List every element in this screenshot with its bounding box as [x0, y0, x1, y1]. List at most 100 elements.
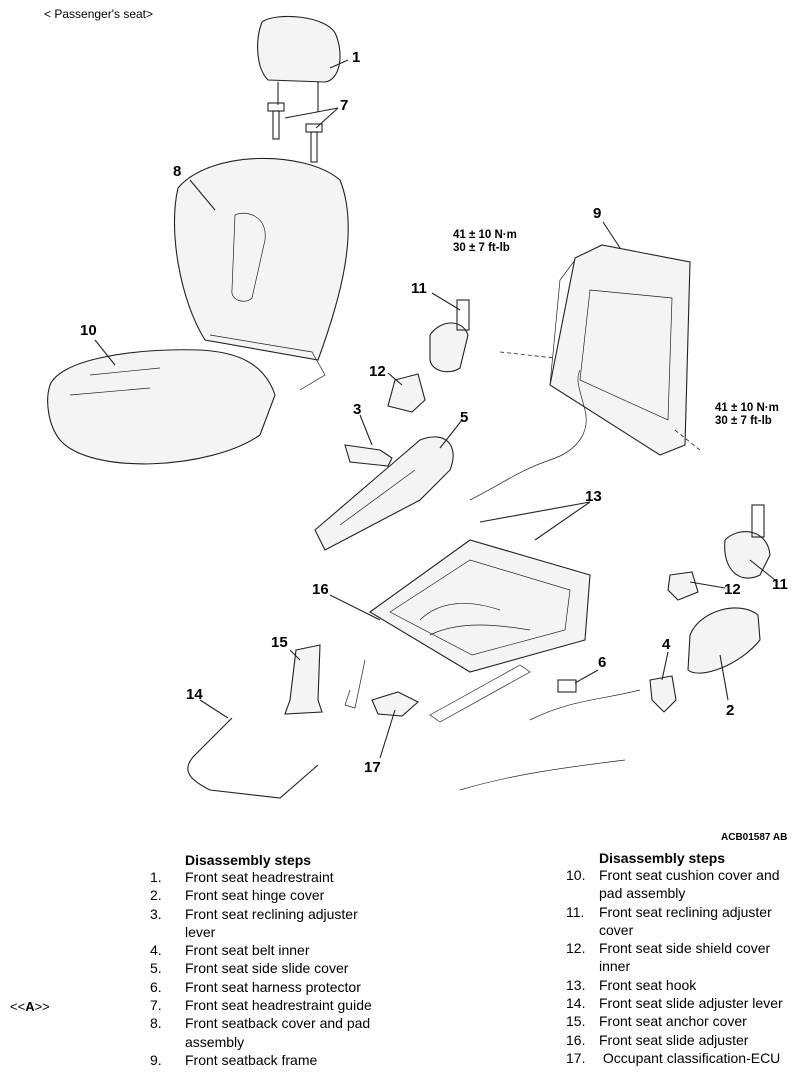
step-number: 3.: [150, 905, 162, 922]
occupant-classification-ecu-part: [371, 691, 419, 717]
anchor-cover-part: [284, 644, 323, 715]
torque-metric: 41 ± 10 N·m: [715, 402, 779, 414]
wire-harness: [469, 369, 587, 501]
ref-letter: A: [25, 999, 35, 1014]
reclining-lever-part: [344, 444, 393, 467]
callout-3: 3: [353, 401, 362, 418]
exploded-seat-diagram: [47, 15, 776, 799]
torque-imperial: 30 ± 7 ft-lb: [453, 242, 510, 254]
step-text: Front seat slide adjuster: [599, 1031, 749, 1048]
step-text-continued: lever: [185, 923, 216, 940]
step-text-continued: pad assembly: [599, 885, 686, 902]
step-item: 2. Front seat hinge cover: [150, 886, 372, 904]
step-text: Front seat slide adjuster lever: [599, 995, 783, 1012]
seatback-cover-part: [173, 157, 349, 391]
step-item: 10. Front seat cushion cover and: [566, 866, 783, 884]
step-number: 13.: [566, 976, 586, 993]
step-number: 17.: [566, 1049, 586, 1066]
step-text: Front seat reclining adjuster: [185, 905, 358, 922]
step-item: 8. Front seatback cover and pad: [150, 1014, 372, 1032]
step-text: Front seat harness protector: [185, 978, 361, 995]
step-number: 2.: [150, 887, 162, 904]
callout-13: 13: [585, 488, 602, 505]
step-text: Front seatback frame: [185, 1051, 318, 1068]
headrestraint-guide-part: [267, 102, 323, 163]
step-text: Occupant classification-ECU: [599, 1049, 781, 1066]
steps-left-title: Disassembly steps: [185, 852, 312, 868]
steps-right-title: Disassembly steps: [599, 850, 726, 866]
step-number: 10.: [566, 867, 586, 883]
step-number: 1.: [150, 869, 162, 885]
torque-imperial: 30 ± 7 ft-lb: [715, 415, 772, 427]
figure-id: ACB01587 AB: [721, 832, 788, 843]
callout-11-lower: 11: [772, 576, 788, 593]
ref-suffix: >>: [34, 999, 50, 1014]
diagram-caption: < Passenger's seat>: [44, 7, 154, 21]
step-item: 5.Front seat side slide cover: [150, 959, 372, 977]
step-text: Front seat cushion cover and: [599, 867, 780, 883]
step-number: 6.: [150, 978, 162, 995]
callout-11-upper: 11: [411, 280, 427, 297]
step-item: 6. Front seat harness protector: [150, 978, 372, 996]
reclining-adjuster-cover-upper: [429, 299, 470, 373]
callout-7: 7: [340, 97, 349, 114]
step-text: Front seatback cover and pad: [185, 1015, 371, 1032]
ref-prefix: <<: [10, 999, 26, 1014]
step-text-continued: cover: [599, 921, 634, 938]
callout-15: 15: [271, 634, 288, 651]
callout-16: 16: [312, 581, 329, 598]
hinge-cover-part: [687, 607, 761, 674]
step-text: Front seat anchor cover: [599, 1013, 747, 1030]
callout-14: 14: [186, 686, 203, 703]
reclining-adjuster-cover-lower: [724, 504, 771, 579]
seat-belt-inner-part: [459, 675, 677, 791]
step-item: 15. Front seat anchor cover: [566, 1012, 783, 1030]
callout-2: 2: [726, 702, 735, 719]
steps-right-list: 10. Front seat cushion cover and pad assem…: [566, 866, 783, 1067]
step-number: 8.: [150, 1015, 162, 1032]
step-item: 7. Front seat headrestraint guide: [150, 996, 372, 1014]
step-item: 9.Front seatback frame: [150, 1051, 372, 1069]
steps-left: Disassembly steps 1. Front seat headrestr…: [150, 852, 372, 1069]
side-slide-cover-part: [314, 436, 454, 551]
torque-metric: 41 ± 10 N·m: [453, 229, 517, 241]
step-number: 14.: [566, 995, 586, 1012]
step-number: 4.: [150, 942, 162, 959]
reference-marker: <<A>>: [10, 999, 50, 1014]
torque-spec-upper: 41 ± 10 N·m 30 ± 7 ft-lb: [453, 229, 517, 255]
steps-left-list: 1. Front seat headrestraint 2. Front seat h…: [150, 868, 372, 1069]
step-text-continued: assembly: [185, 1033, 245, 1050]
step-text: Front seat reclining adjuster: [599, 903, 772, 920]
slide-adjuster-lever-part: [187, 717, 319, 799]
step-item: 12.Front seat side shield cover: [566, 939, 783, 957]
seatback-frame-part: [549, 244, 691, 456]
leader-lines: [94, 59, 776, 759]
step-item: 11. Front seat reclining adjuster: [566, 903, 783, 921]
step-item: 13. Front seat hook: [566, 976, 783, 994]
callout-6: 6: [598, 654, 607, 671]
step-number: 12.: [566, 940, 586, 957]
callout-12-lower: 12: [724, 581, 741, 598]
step-number: 7.: [150, 997, 162, 1014]
step-item: 14. Front seat slide adjuster lever: [566, 994, 783, 1012]
callout-8: 8: [173, 163, 182, 180]
step-text: Front seat headrestraint: [185, 869, 334, 885]
step-text: Front seat hook: [599, 976, 697, 993]
step-text: Front seat side slide cover: [185, 960, 349, 977]
callout-4: 4: [662, 636, 671, 653]
step-number: 11.: [566, 903, 585, 920]
step-item: 17. Occupant classification-ECU: [566, 1049, 783, 1067]
callout-1: 1: [352, 49, 361, 66]
torque-spec-lower: 41 ± 10 N·m 30 ± 7 ft-lb: [715, 402, 779, 428]
step-text: Front seat belt inner: [185, 942, 310, 959]
step-text: Front seat hinge cover: [185, 887, 325, 904]
headrestraint-part: [257, 15, 341, 112]
step-text: Front seat headrestraint guide: [185, 997, 372, 1014]
callout-17: 17: [364, 759, 381, 776]
callout-9: 9: [593, 205, 602, 222]
side-shield-cover-upper: [387, 373, 426, 413]
step-item: 1. Front seat headrestraint: [150, 868, 372, 886]
callout-12-upper: 12: [369, 363, 386, 380]
step-number: 15.: [566, 1013, 586, 1030]
step-item: 3. Front seat reclining adjuster: [150, 905, 372, 923]
